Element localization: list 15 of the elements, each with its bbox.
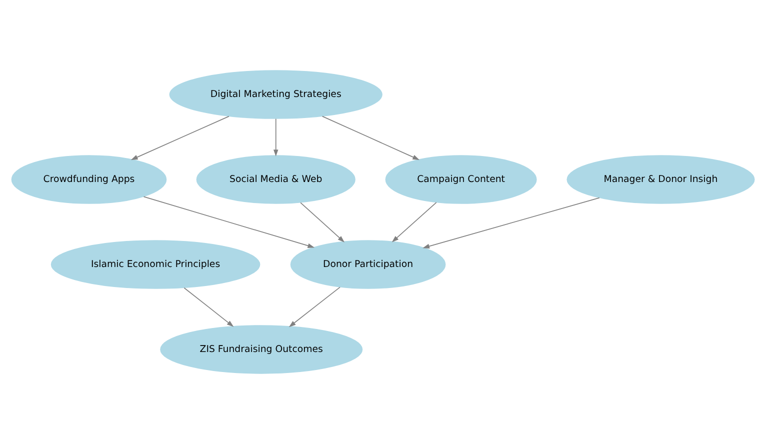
node-ellipse: Manager & Donor Insigh [566,155,755,204]
arrow [392,202,437,242]
node-ellipse: ZIS Fundraising Outcomes [160,325,363,374]
arrow [422,197,600,249]
node-ellipse: Donor Participation [290,240,446,289]
arrow [288,286,340,328]
arrow [130,116,230,160]
arrow [300,202,345,242]
arrow [273,118,278,156]
node-ellipse: Social Media & Web [196,155,356,204]
arrow [322,116,420,160]
arrow [184,287,234,327]
node-ellipse: Digital Marketing Strategies [169,70,382,119]
arrow [143,196,315,248]
node-ellipse: Islamic Economic Principles [50,240,260,289]
